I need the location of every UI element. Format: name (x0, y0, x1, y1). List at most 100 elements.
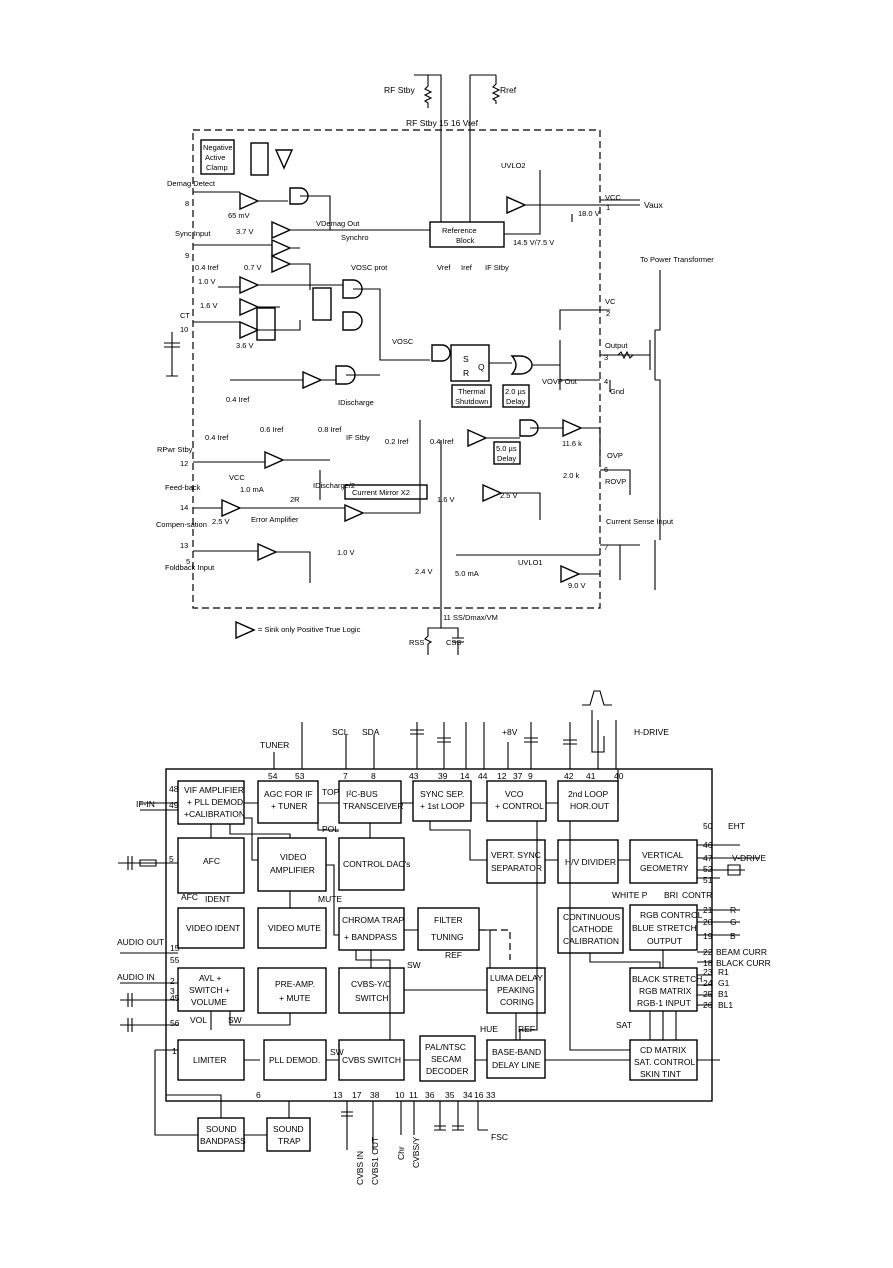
svg-text:MUTE: MUTE (318, 894, 342, 904)
svg-text:17: 17 (352, 1090, 362, 1100)
latch-ct (256, 307, 276, 341)
svg-text:IF Stby: IF Stby (485, 263, 509, 272)
svg-text:SOUND: SOUND (206, 1124, 237, 1134)
svg-text:1.0 V: 1.0 V (198, 277, 216, 286)
svg-text:RGB MATRIX: RGB MATRIX (639, 986, 692, 996)
sda-label: SDA (362, 727, 380, 737)
svg-text:POL: POL (322, 824, 339, 834)
block-limiter (177, 1039, 245, 1081)
svg-text:REF: REF (445, 950, 462, 960)
svg-text:Block: Block (456, 236, 475, 245)
svg-text:5: 5 (186, 557, 190, 566)
delay-5us-block: 5.0 µs Delay (493, 441, 521, 465)
bottom-pins: 6 13 17 38 10 11 36 35 34 16 33 CVBS IN … (256, 1090, 508, 1185)
svg-text:53: 53 (295, 771, 305, 781)
logic-gates (289, 187, 539, 437)
rref-resistor: Rref (469, 74, 517, 130)
block-2nd-loop (557, 780, 619, 822)
svg-text:R1: R1 (718, 967, 729, 977)
pin-label-compensation: Compen-sation (156, 520, 207, 529)
comparators (221, 149, 583, 584)
pin-label-rpwr: RPwr Stby (157, 445, 193, 454)
svg-text:VERTICAL: VERTICAL (642, 850, 684, 860)
svg-text:CONTINUOUS: CONTINUOUS (563, 912, 620, 922)
pin-label-output: Output (605, 341, 628, 350)
svg-text:B: B (730, 931, 736, 941)
svg-text:HOR.OUT: HOR.OUT (570, 801, 609, 811)
svg-text:Error Amplifier: Error Amplifier (251, 515, 299, 524)
svg-text:Synchro: Synchro (341, 233, 369, 242)
svg-text:Active: Active (205, 153, 225, 162)
svg-text:Thermal: Thermal (458, 387, 486, 396)
svg-text:WHITE P: WHITE P (612, 890, 648, 900)
block-preamp (257, 967, 327, 1014)
svg-text:1.6 V: 1.6 V (200, 301, 218, 310)
svg-text:2: 2 (606, 309, 610, 318)
top-schematic: RF Stby Rref RF Stby 15 16 Vref Negative… (156, 74, 714, 655)
svg-text:R: R (463, 368, 469, 378)
plus8v-label: +8V (502, 727, 518, 737)
cvbs-in-label: CVBS IN (355, 1151, 365, 1185)
svg-text:2nd LOOP: 2nd LOOP (568, 789, 608, 799)
block-sound-bandpass (197, 1117, 245, 1152)
filter-dashed-link (479, 929, 511, 960)
block-cont-cathode (557, 907, 624, 954)
svg-text:2.5 V: 2.5 V (500, 491, 518, 500)
rref-label: Rref (500, 85, 517, 95)
top-connections: TUNER SCL SDA +8V H-DRIVE (260, 690, 669, 769)
svg-text:48: 48 (169, 784, 179, 794)
audio-out-label: AUDIO OUT (117, 937, 164, 947)
svg-text:G1: G1 (718, 978, 730, 988)
svg-text:25: 25 (703, 989, 713, 999)
svg-text:BLUE STRETCH: BLUE STRETCH (632, 923, 697, 933)
svg-text:Clamp: Clamp (206, 163, 228, 172)
svg-text:46: 46 (703, 840, 713, 850)
svg-text:I²C-BUS: I²C-BUS (346, 789, 378, 799)
svg-text:BEAM CURR: BEAM CURR (716, 947, 767, 957)
svg-text:37: 37 (513, 771, 523, 781)
block-syncsep (412, 780, 472, 822)
svg-text:VOSC: VOSC (392, 337, 414, 346)
svg-text:SECAM: SECAM (431, 1054, 461, 1064)
svg-text:9.0 V: 9.0 V (568, 581, 586, 590)
thermal-shutdown-block: Thermal Shutdown (451, 384, 492, 408)
svg-text:+ MUTE: + MUTE (279, 993, 311, 1003)
svg-text:RGB CONTROL: RGB CONTROL (640, 910, 703, 920)
svg-text:12: 12 (497, 771, 507, 781)
svg-text:0.4 Iref: 0.4 Iref (430, 437, 454, 446)
svg-text:42: 42 (564, 771, 574, 781)
svg-text:SW: SW (407, 960, 421, 970)
svg-text:DELAY LINE: DELAY LINE (492, 1060, 541, 1070)
svg-text:SWITCH: SWITCH (355, 993, 389, 1003)
svg-text:1: 1 (172, 1046, 177, 1056)
audio-in-label: AUDIO IN (117, 972, 155, 982)
latch-demag (250, 142, 269, 176)
svg-text:54: 54 (268, 771, 278, 781)
svg-text:45: 45 (170, 993, 180, 1003)
vaux-label: Vaux (644, 200, 663, 210)
svg-text:35: 35 (445, 1090, 455, 1100)
block-control-dac (338, 837, 405, 891)
svg-text:26: 26 (703, 1000, 713, 1010)
svg-text:2.0 k: 2.0 k (563, 471, 580, 480)
left-side: IF-IN AUDIO OUT AUDIO IN 48 49 5 15 55 2… (117, 784, 180, 1056)
svg-text:23: 23 (703, 967, 713, 977)
chr-label: Chr (396, 1146, 406, 1160)
svg-text:24: 24 (703, 978, 713, 988)
svg-text:VCO: VCO (505, 789, 524, 799)
svg-text:14.5 V/7.5 V: 14.5 V/7.5 V (513, 238, 554, 247)
svg-text:9: 9 (185, 251, 189, 260)
svg-text:6: 6 (256, 1090, 261, 1100)
pin-label-ovp: OVP (607, 451, 623, 460)
svg-text:11 SS/Dmax/VM: 11 SS/Dmax/VM (443, 613, 498, 622)
svg-text:G: G (730, 917, 737, 927)
svg-text:40: 40 (614, 771, 624, 781)
svg-text:CVBS SWITCH: CVBS SWITCH (342, 1055, 401, 1065)
svg-text:2.0 µs: 2.0 µs (505, 387, 526, 396)
svg-text:2.5 V: 2.5 V (212, 517, 230, 526)
left-pins: Demag Detect 8 Sync Input 9 CT 10 RPwr S… (156, 179, 216, 572)
svg-text:14: 14 (460, 771, 470, 781)
top-pin-numbers: 54 53 7 8 43 39 14 44 12 37 9 42 41 40 (268, 771, 624, 781)
svg-text:H/V DIVIDER: H/V DIVIDER (565, 857, 616, 867)
